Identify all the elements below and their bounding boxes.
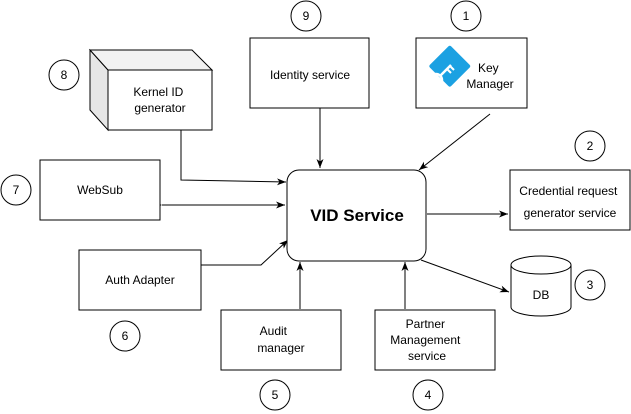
svg-text:1: 1 [463, 9, 470, 23]
audit-manager-node: Audit manager [220, 309, 342, 371]
websub-node: WebSub [39, 159, 161, 221]
badge-7: 7 [0, 174, 32, 206]
svg-text:4: 4 [425, 388, 432, 402]
credential-request-node: Credential request generator service [509, 169, 631, 231]
badge-3: 3 [574, 269, 606, 301]
svg-text:9: 9 [303, 9, 310, 23]
auth-adapter-node: Auth Adapter [78, 249, 202, 311]
credential-request-label: Credential request generator service [519, 184, 620, 220]
badge-6: 6 [109, 320, 141, 352]
badge-4: 4 [412, 379, 444, 411]
kernel-id-generator-node: Kernel ID generator [88, 48, 214, 132]
partner-management-node: Partner Management service [374, 309, 496, 371]
identity-service-label: Identity service [270, 68, 350, 82]
badge-2: 2 [574, 130, 606, 162]
db-label: DB [533, 288, 550, 302]
key-manager-node: Key Manager [415, 37, 528, 109]
vid-service-node: VID Service [286, 169, 427, 262]
badge-8: 8 [48, 59, 80, 91]
audit-manager-label: Audit manager [257, 324, 304, 355]
svg-text:2: 2 [587, 139, 594, 153]
badge-5: 5 [259, 379, 291, 411]
auth-adapter-label: Auth Adapter [105, 273, 174, 287]
badge-9: 9 [290, 0, 322, 32]
badges: 1 9 8 7 6 5 4 3 [0, 0, 606, 411]
svg-text:5: 5 [272, 388, 279, 402]
svg-text:8: 8 [61, 68, 68, 82]
identity-service-node: Identity service [249, 37, 370, 109]
key-manager-label: Key Manager [466, 61, 513, 91]
badge-1: 1 [450, 0, 482, 32]
edge-vid-to-db [420, 259, 510, 293]
vid-service-label: VID Service [310, 206, 404, 225]
websub-label: WebSub [77, 183, 123, 197]
partner-management-label: Partner Management service [390, 317, 463, 363]
edge-keymanager-to-vid [418, 113, 491, 171]
svg-text:6: 6 [122, 329, 129, 343]
edge-kernelid-to-vid [180, 130, 287, 186]
key-icon [428, 45, 471, 88]
db-node: DB [510, 255, 572, 317]
kernel-id-label: Kernel ID generator [133, 85, 186, 115]
connectors [153, 108, 510, 309]
edge-auth-to-vid [201, 239, 289, 266]
svg-text:3: 3 [587, 278, 594, 292]
svg-text:7: 7 [13, 183, 20, 197]
